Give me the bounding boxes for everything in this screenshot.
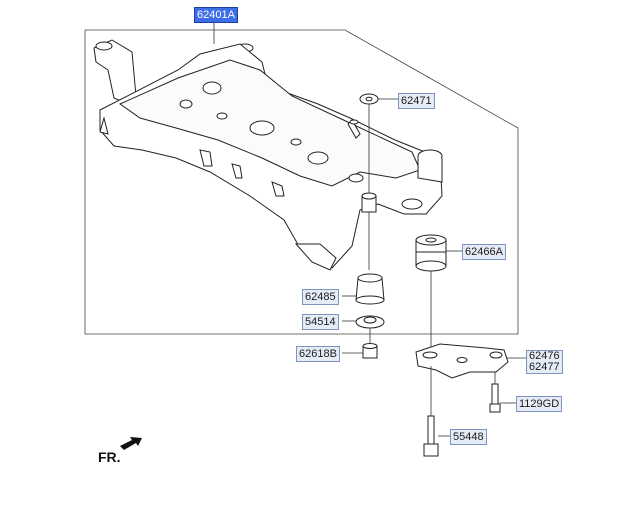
part-label-bracket-a[interactable]: 62476 xyxy=(529,350,560,362)
part-label-bolt-long[interactable]: 55448 xyxy=(450,429,487,445)
direction-label: FR. xyxy=(98,449,121,465)
bolt-small xyxy=(489,383,501,413)
part-label-bushing-rear[interactable]: 62466A xyxy=(462,244,506,260)
stud-pin xyxy=(347,119,361,139)
part-label-washer-top[interactable]: 62471 xyxy=(398,93,435,109)
mounting-bracket xyxy=(415,343,509,379)
part-label-bracket[interactable]: 62476 62477 xyxy=(526,350,563,374)
part-label-bracket-b[interactable]: 62477 xyxy=(529,361,560,373)
subframe-crossmember xyxy=(93,39,443,271)
bushing-front xyxy=(355,273,385,305)
part-label-bushing-front[interactable]: 62485 xyxy=(302,289,339,305)
washer-top xyxy=(359,93,379,105)
part-label-bolt-small[interactable]: 1129GD xyxy=(516,396,563,412)
part-label-frame[interactable]: 62401A xyxy=(194,7,238,23)
part-label-nut[interactable]: 62618B xyxy=(296,346,340,362)
stopper-washer xyxy=(355,315,385,329)
part-label-stopper[interactable]: 54514 xyxy=(302,314,339,330)
front-direction-arrow xyxy=(120,437,142,450)
bushing-rear xyxy=(415,234,447,272)
bolt-long xyxy=(423,415,439,457)
nut xyxy=(362,343,378,359)
upper-bushing xyxy=(361,192,377,213)
assembly-boundary xyxy=(84,29,519,335)
